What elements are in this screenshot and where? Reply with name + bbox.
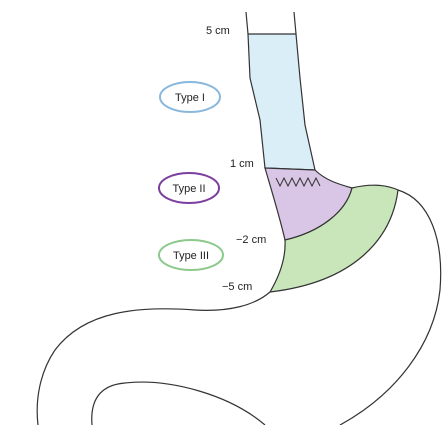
level-label-5cm: 5 cm [206, 25, 230, 37]
type-iii-label: Type III [173, 250, 209, 262]
level-label-1cm: 1 cm [230, 158, 254, 170]
level-label-minus2cm: −2 cm [236, 234, 266, 246]
esophagus-right-wall [294, 12, 296, 34]
type-i-region [248, 34, 315, 170]
type-ii-label: Type II [172, 183, 205, 195]
level-label-minus5cm: −5 cm [222, 281, 252, 293]
stomach-inner-fold [92, 382, 265, 425]
esophagus-left-wall [246, 12, 248, 34]
type-i-label: Type I [175, 92, 205, 104]
